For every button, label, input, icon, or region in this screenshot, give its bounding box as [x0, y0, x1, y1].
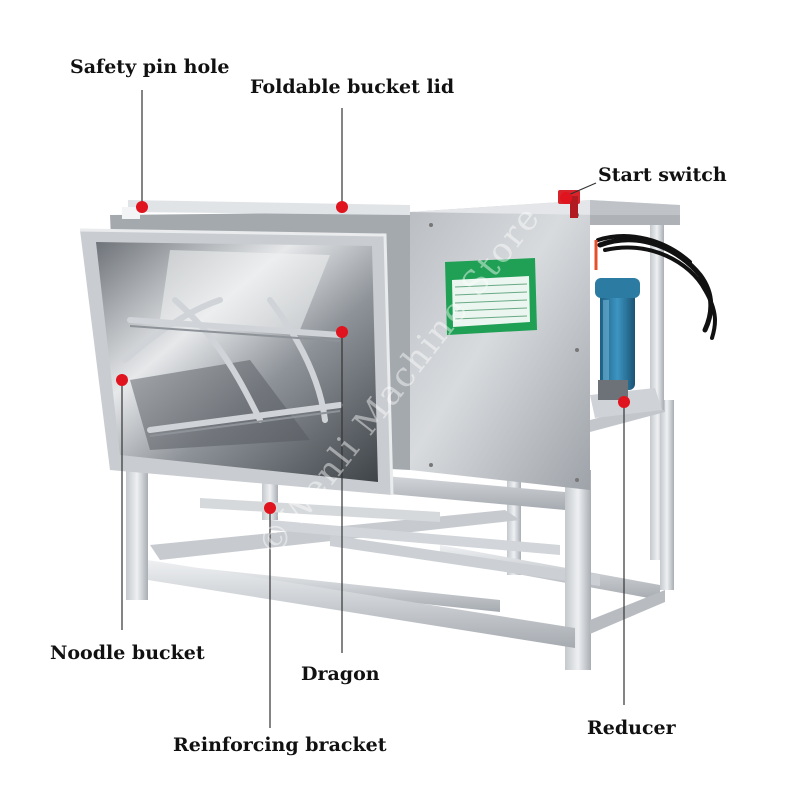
label-start-switch: Start switch: [598, 164, 727, 186]
marker-noodle-bucket: [116, 374, 128, 386]
label-dragon: Dragon: [301, 663, 380, 685]
markers: [116, 192, 630, 514]
control-box: [410, 190, 680, 490]
noodle-bucket: [79, 228, 394, 496]
marker-dragon: [336, 326, 348, 338]
label-reducer: Reducer: [587, 717, 676, 739]
label-noodle-bucket: Noodle bucket: [50, 642, 205, 664]
power-cable: [596, 234, 717, 340]
label-safety-pin-hole: Safety pin hole: [70, 56, 230, 78]
frame-stand: [126, 220, 674, 670]
leader-start-switch: [565, 182, 597, 197]
marker-reducer: [618, 396, 630, 408]
leader-lines: [121, 90, 625, 728]
marker-reinforcing-bracket: [264, 502, 276, 514]
label-reinforcing-bracket: Reinforcing bracket: [173, 734, 387, 756]
marker-foldable-bucket-lid: [336, 201, 348, 213]
label-foldable-bucket-lid: Foldable bucket lid: [250, 76, 455, 98]
marker-start-switch: [560, 192, 572, 204]
marker-safety-pin-hole: [136, 201, 148, 213]
